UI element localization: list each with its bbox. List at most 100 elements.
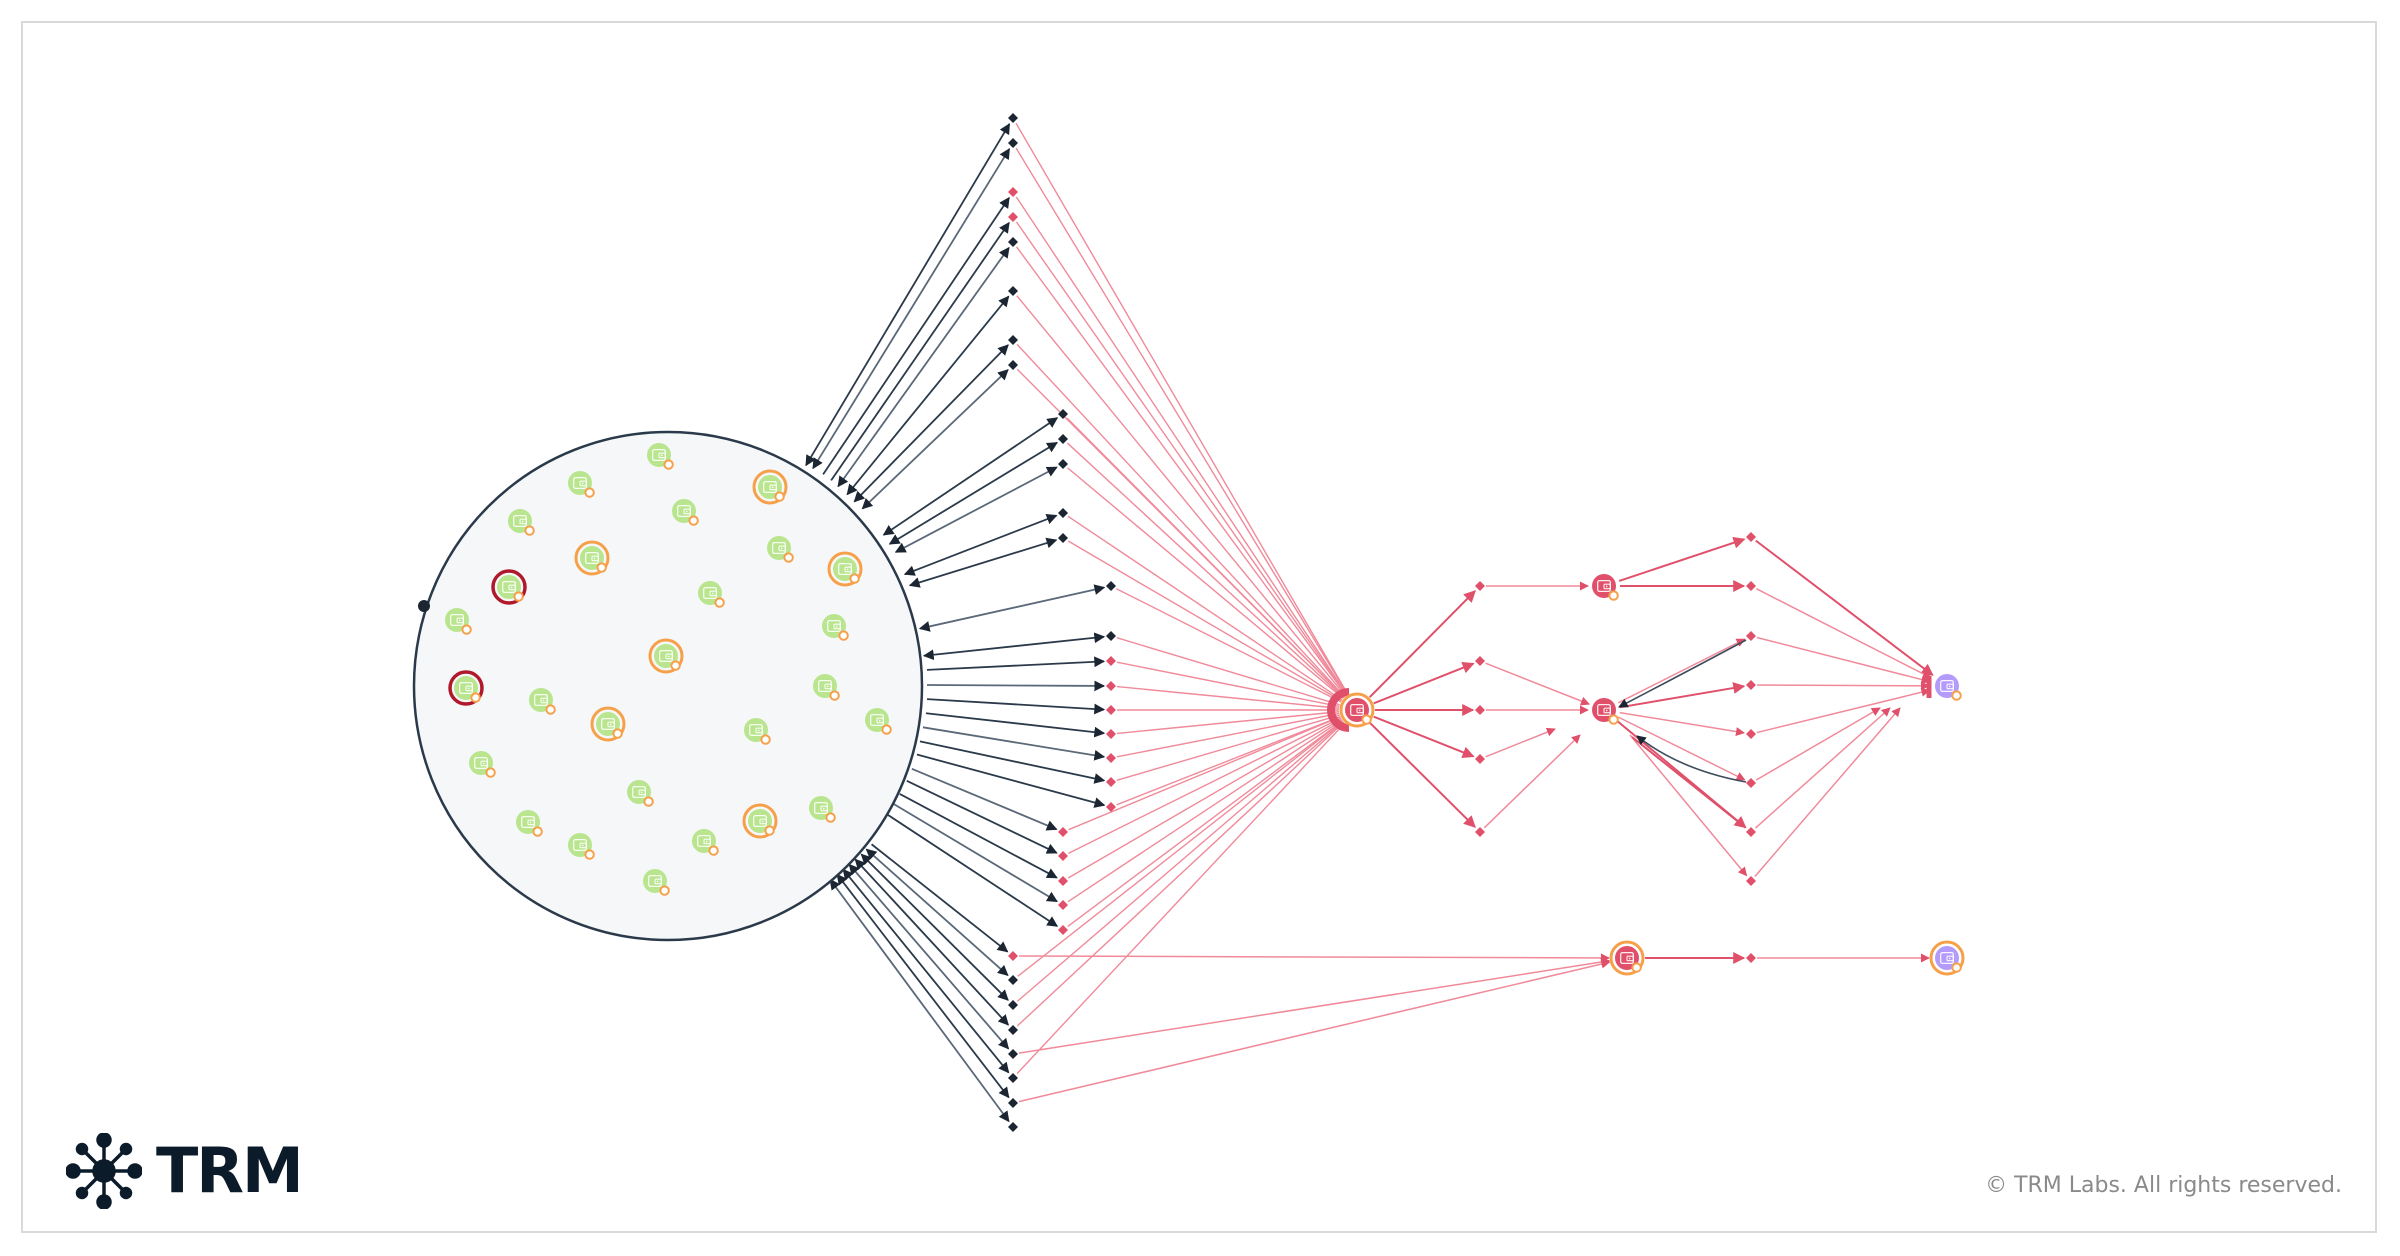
tx-to-hub-edge[interactable] [1015, 196, 1348, 696]
transaction-diamond-node[interactable] [1058, 900, 1068, 910]
hub-to-tx-edge[interactable] [1373, 662, 1475, 705]
cluster-to-tx-edge[interactable] [918, 584, 1106, 632]
cluster-wallet-node[interactable] [568, 471, 595, 498]
cluster-handle[interactable] [418, 600, 430, 612]
tx-to-wallet-edge[interactable] [1755, 707, 1881, 781]
cluster-wallet-node[interactable] [590, 706, 626, 742]
cluster-to-tx-edge[interactable] [861, 369, 1009, 510]
cluster-wallet-node[interactable] [752, 469, 788, 505]
transaction-diamond-node[interactable] [1008, 187, 1018, 197]
transaction-diamond-node[interactable] [1106, 705, 1116, 715]
tx-to-hub-edge[interactable] [1067, 467, 1344, 699]
transaction-diamond-node[interactable] [1058, 434, 1068, 444]
intermediate-wallet-node[interactable] [1609, 940, 1645, 976]
tx-to-wallet-edge[interactable] [1755, 539, 1934, 676]
transaction-diamond-node[interactable] [1746, 680, 1756, 690]
transaction-diamond-node[interactable] [1058, 459, 1068, 469]
transaction-diamond-node[interactable] [1106, 631, 1116, 641]
transaction-diamond-node[interactable] [1475, 827, 1485, 837]
transaction-diamond-node[interactable] [1008, 1049, 1018, 1059]
cluster-wallet-node[interactable] [627, 780, 654, 807]
transaction-diamond-node[interactable] [1008, 286, 1018, 296]
cluster-to-tx-edge[interactable] [853, 344, 1009, 503]
wallet-to-tx-edge[interactable] [1619, 711, 1745, 737]
cluster-to-tx-edge[interactable] [911, 767, 1058, 831]
cluster-wallet-node[interactable] [827, 551, 863, 587]
tx-to-wallet-edge[interactable] [1018, 959, 1611, 1103]
wallet-to-tx-edge[interactable] [1617, 716, 1746, 781]
tx-to-hub-edge[interactable] [1116, 711, 1340, 735]
cluster-wallet-node[interactable] [508, 509, 535, 536]
tx-to-wallet-edge[interactable] [1018, 953, 1610, 963]
cluster-to-tx-edge[interactable] [846, 295, 1010, 496]
transaction-diamond-node[interactable] [1008, 1073, 1018, 1083]
transaction-diamond-node[interactable] [1746, 778, 1756, 788]
transaction-diamond-node[interactable] [1008, 951, 1018, 961]
cluster-wallet-node[interactable] [491, 569, 527, 605]
tx-to-hub-edge[interactable] [1116, 661, 1340, 708]
transaction-diamond-node[interactable] [1008, 212, 1018, 222]
cluster-wallet-node[interactable] [692, 829, 719, 856]
tx-to-hub-edge[interactable] [1016, 295, 1347, 697]
tx-to-wallet-edge[interactable] [1754, 707, 1891, 829]
tx-to-hub-edge[interactable] [1067, 718, 1342, 879]
return-edge[interactable] [1636, 735, 1747, 783]
cluster-to-tx-edge[interactable] [925, 712, 1106, 738]
hub-wallet-node[interactable] [1327, 688, 1375, 732]
tx-to-hub-edge[interactable] [1015, 246, 1347, 696]
hub-to-tx-edge[interactable] [1368, 590, 1476, 698]
tx-to-hub-edge[interactable] [1015, 221, 1348, 696]
tx-to-hub-edge[interactable] [1017, 721, 1344, 1002]
tx-to-wallet-edge[interactable] [1483, 734, 1581, 829]
transaction-diamond-node[interactable] [1746, 532, 1756, 542]
cluster-to-tx-edge[interactable] [822, 196, 1010, 475]
tx-to-hub-edge[interactable] [1067, 720, 1344, 927]
intermediate-wallet-node[interactable] [1592, 574, 1619, 601]
tx-to-hub-edge[interactable] [1116, 715, 1341, 806]
return-edge[interactable] [1618, 639, 1747, 708]
wallet-cluster[interactable] [412, 430, 924, 942]
transaction-diamond-node[interactable] [1008, 237, 1018, 247]
cluster-wallet-node[interactable] [813, 674, 840, 701]
tx-to-hub-edge[interactable] [1016, 721, 1345, 1027]
transaction-diamond-node[interactable] [1008, 1122, 1018, 1132]
tx-to-hub-edge[interactable] [1016, 722, 1346, 1075]
cluster-boundary[interactable] [412, 430, 924, 942]
destination-wallet-node[interactable] [1929, 940, 1965, 976]
transaction-diamond-node[interactable] [1746, 953, 1756, 963]
cluster-wallet-node[interactable] [568, 833, 595, 860]
hub-wallet[interactable] [1339, 692, 1375, 728]
transaction-diamond-node[interactable] [1746, 581, 1756, 591]
cluster-wallet-node[interactable] [648, 638, 684, 674]
tx-to-hub-edge[interactable] [1068, 716, 1341, 831]
tx-to-wallet-edge[interactable] [1756, 687, 1931, 734]
tx-to-wallet-edge[interactable] [1756, 681, 1930, 691]
transaction-diamond-node[interactable] [1058, 827, 1068, 837]
transaction-diamond-node[interactable] [1746, 876, 1756, 886]
tx-to-hub-edge[interactable] [1116, 588, 1342, 703]
transaction-diamond-node[interactable] [1475, 705, 1485, 715]
cluster-wallet-node[interactable] [865, 708, 892, 735]
cluster-to-tx-edge[interactable] [805, 123, 1011, 467]
transaction-diamond-node[interactable] [1008, 1098, 1018, 1108]
transaction-diamond-node[interactable] [1058, 851, 1068, 861]
cluster-to-tx-edge[interactable] [886, 813, 1059, 927]
transaction-diamond-node[interactable] [1008, 138, 1018, 148]
transaction-diamond-node[interactable] [1106, 729, 1116, 739]
transaction-diamond-node[interactable] [1106, 581, 1116, 591]
transaction-diamond-node[interactable] [1746, 827, 1756, 837]
tx-to-hub-edge[interactable] [1068, 717, 1342, 854]
transaction-diamond-node[interactable] [1008, 335, 1018, 345]
tx-to-hub-edge[interactable] [1116, 685, 1340, 709]
cluster-to-tx-edge[interactable] [899, 793, 1058, 879]
cluster-wallet-node[interactable] [744, 718, 771, 745]
cluster-wallet-node[interactable] [809, 796, 836, 823]
cluster-to-tx-edge[interactable] [848, 863, 1010, 1050]
cluster-to-tx-edge[interactable] [836, 873, 1010, 1099]
cluster-wallet-node[interactable] [742, 803, 778, 839]
tx-to-wallet-edge[interactable] [1485, 727, 1556, 758]
cluster-wallet-node[interactable] [822, 614, 849, 641]
cluster-to-tx-edge[interactable] [906, 780, 1058, 854]
cluster-wallet-node[interactable] [643, 869, 670, 896]
